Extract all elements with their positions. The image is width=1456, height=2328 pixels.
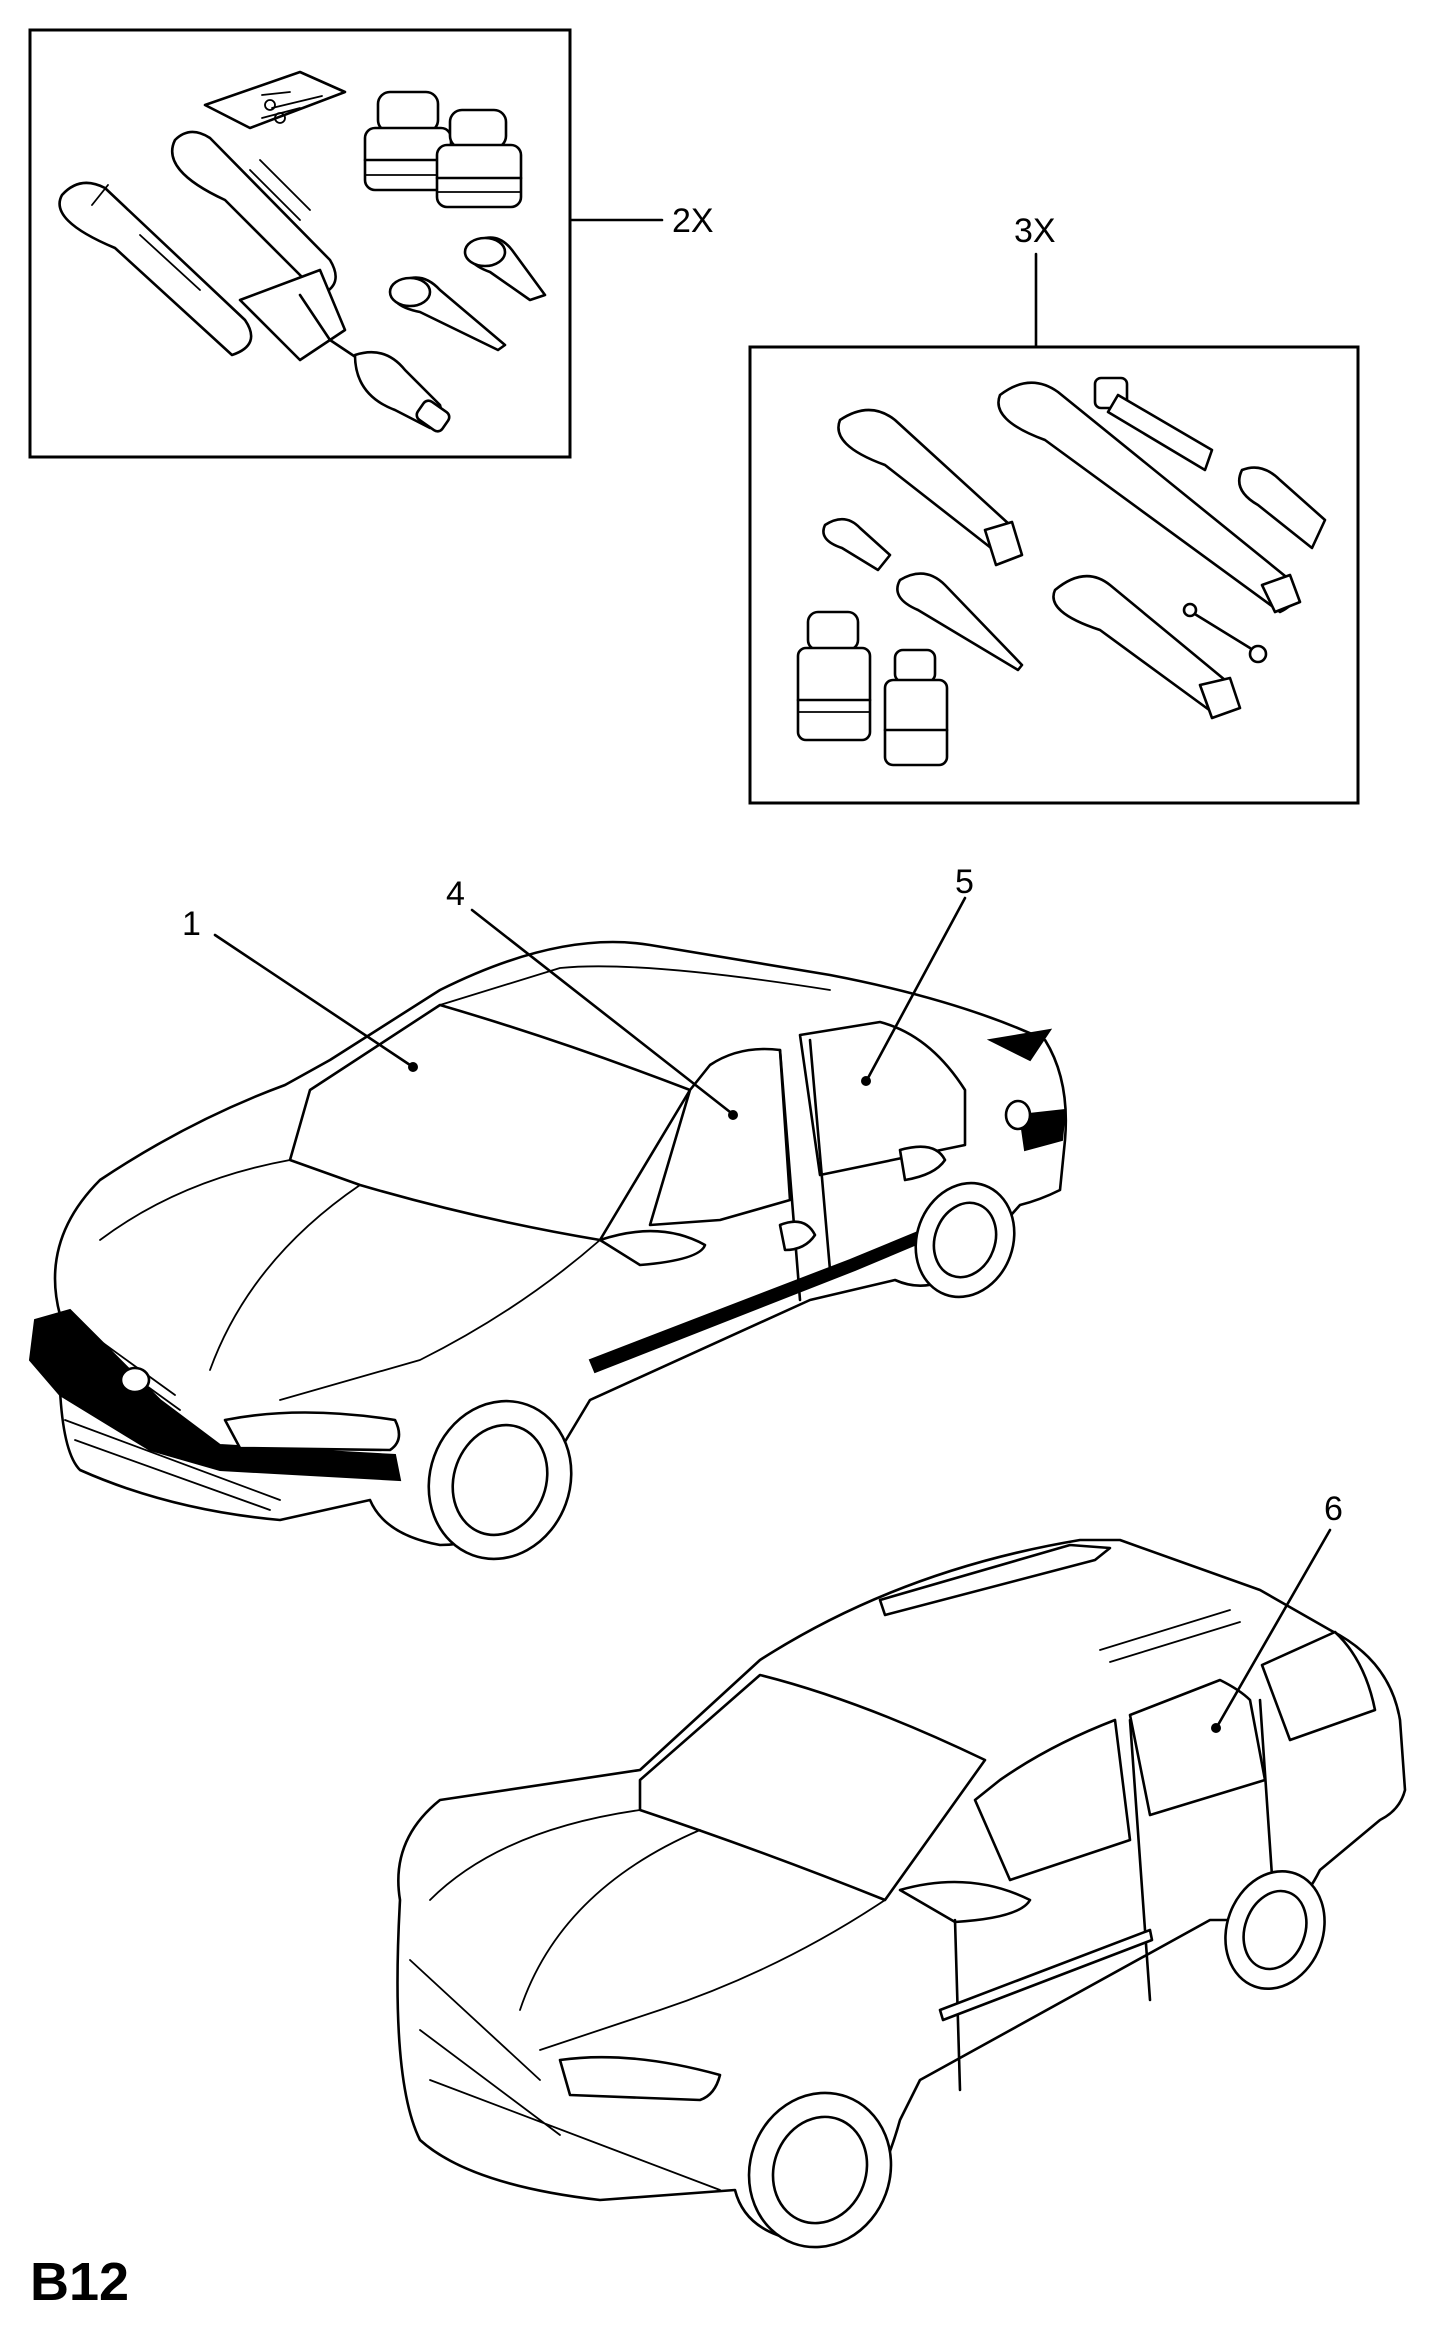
estate-rear-quarter-window — [1260, 1630, 1377, 1742]
callout-1-leader — [213, 933, 412, 1067]
kit-3x-parts — [796, 376, 1327, 767]
kit-2x-parts — [58, 70, 547, 433]
callout-5-leader — [866, 896, 967, 1080]
callout-4-leader — [470, 908, 732, 1114]
callout-1: 1 — [182, 905, 418, 1072]
callout-5-label: 5 — [955, 863, 974, 901]
estate-vehicle — [396, 1538, 1407, 2249]
sedan-front-door-window — [648, 1047, 792, 1227]
callout-5: 5 — [861, 863, 974, 1086]
callout-4-label: 4 — [446, 875, 465, 913]
estate-rear-door-window — [1128, 1678, 1267, 1817]
callout-6-leader — [1216, 1528, 1332, 1727]
estate-front-door-window — [973, 1718, 1132, 1882]
sedan-windshield — [288, 1003, 692, 1242]
callout-6: 6 — [1211, 1490, 1343, 1733]
page-id-label: B12 — [30, 2252, 129, 2312]
kit-3x-label: 3X — [1014, 212, 1056, 250]
sedan-vehicle — [28, 940, 1068, 1561]
kit-2x-label: 2X — [672, 202, 714, 240]
sedan-rear-door-window — [798, 1020, 967, 1177]
callout-6-label: 6 — [1324, 1490, 1343, 1528]
callout-4: 4 — [446, 875, 738, 1120]
callout-1-label: 1 — [182, 905, 201, 943]
kit-2x: 2X — [28, 28, 714, 459]
kit-3x: 3X — [748, 212, 1360, 805]
